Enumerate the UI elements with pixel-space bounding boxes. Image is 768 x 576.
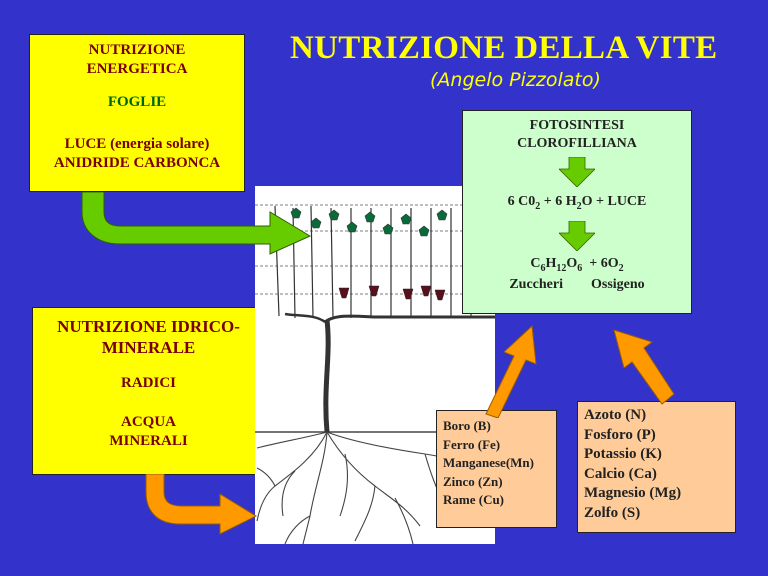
- micro-item-0: Boro (B): [443, 418, 491, 433]
- fotosintesi-title-line1: FOTOSINTESI: [529, 118, 625, 133]
- fotosintesi-title-line2: CLOROFILLIANA: [517, 136, 637, 151]
- product-labels: Zuccheri Ossigeno: [463, 276, 691, 294]
- microelementi-box: Boro (B) Ferro (Fe) Manganese(Mn) Zinco …: [436, 410, 557, 528]
- macro-item-5: Zolfo (S): [584, 504, 641, 521]
- micro-item-2: Manganese(Mn): [443, 455, 534, 470]
- label-zuccheri: Zuccheri: [509, 276, 563, 292]
- idrico-input2: MINERALI: [109, 433, 188, 449]
- fotosintesi-box: FOTOSINTESI CLOROFILLIANA 6 C02 + 6 H2O …: [462, 110, 692, 314]
- micro-item-1: Ferro (Fe): [443, 436, 501, 452]
- vine-leaves: [290, 207, 448, 237]
- label-ossigeno: Ossigeno: [590, 276, 645, 292]
- down-arrow-icon-1: [559, 157, 595, 187]
- nutrizione-idrico-minerale-box: NUTRIZIONE IDRICO- MINERALE RADICI ACQUA…: [32, 307, 265, 475]
- main-title: NUTRIZIONE DELLA VITE: [290, 30, 718, 66]
- micro-item-4: Rame (Cu): [443, 492, 505, 507]
- reaction-reagents: 6 C02 + 6 H2O + LUCE: [507, 194, 647, 212]
- macro-item-3: Calcio (Ca): [584, 465, 657, 482]
- down-arrow-icon-2: [559, 220, 595, 251]
- energetica-input1: LUCE (energia solare): [64, 136, 210, 152]
- idrico-organ: RADICI: [120, 375, 176, 391]
- subtitle: (Angelo Pizzolato): [430, 69, 601, 91]
- macroelementi-box: Azoto (N) Fosforo (P) Potassio (K) Calci…: [577, 401, 736, 533]
- macro-item-0: Azoto (N): [584, 407, 647, 423]
- orange-arrow-micro-icon: [485, 324, 537, 418]
- grape-clusters: [338, 285, 446, 301]
- energetica-title-line1: NUTRIZIONE: [88, 42, 186, 58]
- micro-item-3: Zinco (Zn): [443, 473, 503, 489]
- macro-item-2: Potassio (K): [584, 446, 662, 462]
- energetica-organ: FOGLIE: [107, 94, 167, 110]
- nutrizione-energetica-box: NUTRIZIONE ENERGETICA FOGLIE LUCE (energ…: [29, 34, 245, 192]
- macro-item-1: Fosforo (P): [584, 426, 656, 443]
- reaction-products: C6H12O6 + 6O2: [530, 255, 624, 274]
- energetica-title-line2: ENERGETICA: [86, 61, 188, 77]
- grapevine-illustration: [255, 186, 495, 544]
- green-curved-arrow-icon: [81, 192, 312, 255]
- macro-item-4: Magnesio (Mg): [584, 485, 682, 501]
- idrico-title-line2: MINERALE: [101, 338, 196, 357]
- idrico-title-line1: NUTRIZIONE IDRICO-: [57, 317, 240, 336]
- orange-arrow-macro-icon: [613, 329, 675, 405]
- energetica-input2: ANIDRIDE CARBONCA: [53, 155, 221, 171]
- idrico-input1: ACQUA: [121, 414, 176, 430]
- orange-curved-arrow-icon: [145, 474, 258, 535]
